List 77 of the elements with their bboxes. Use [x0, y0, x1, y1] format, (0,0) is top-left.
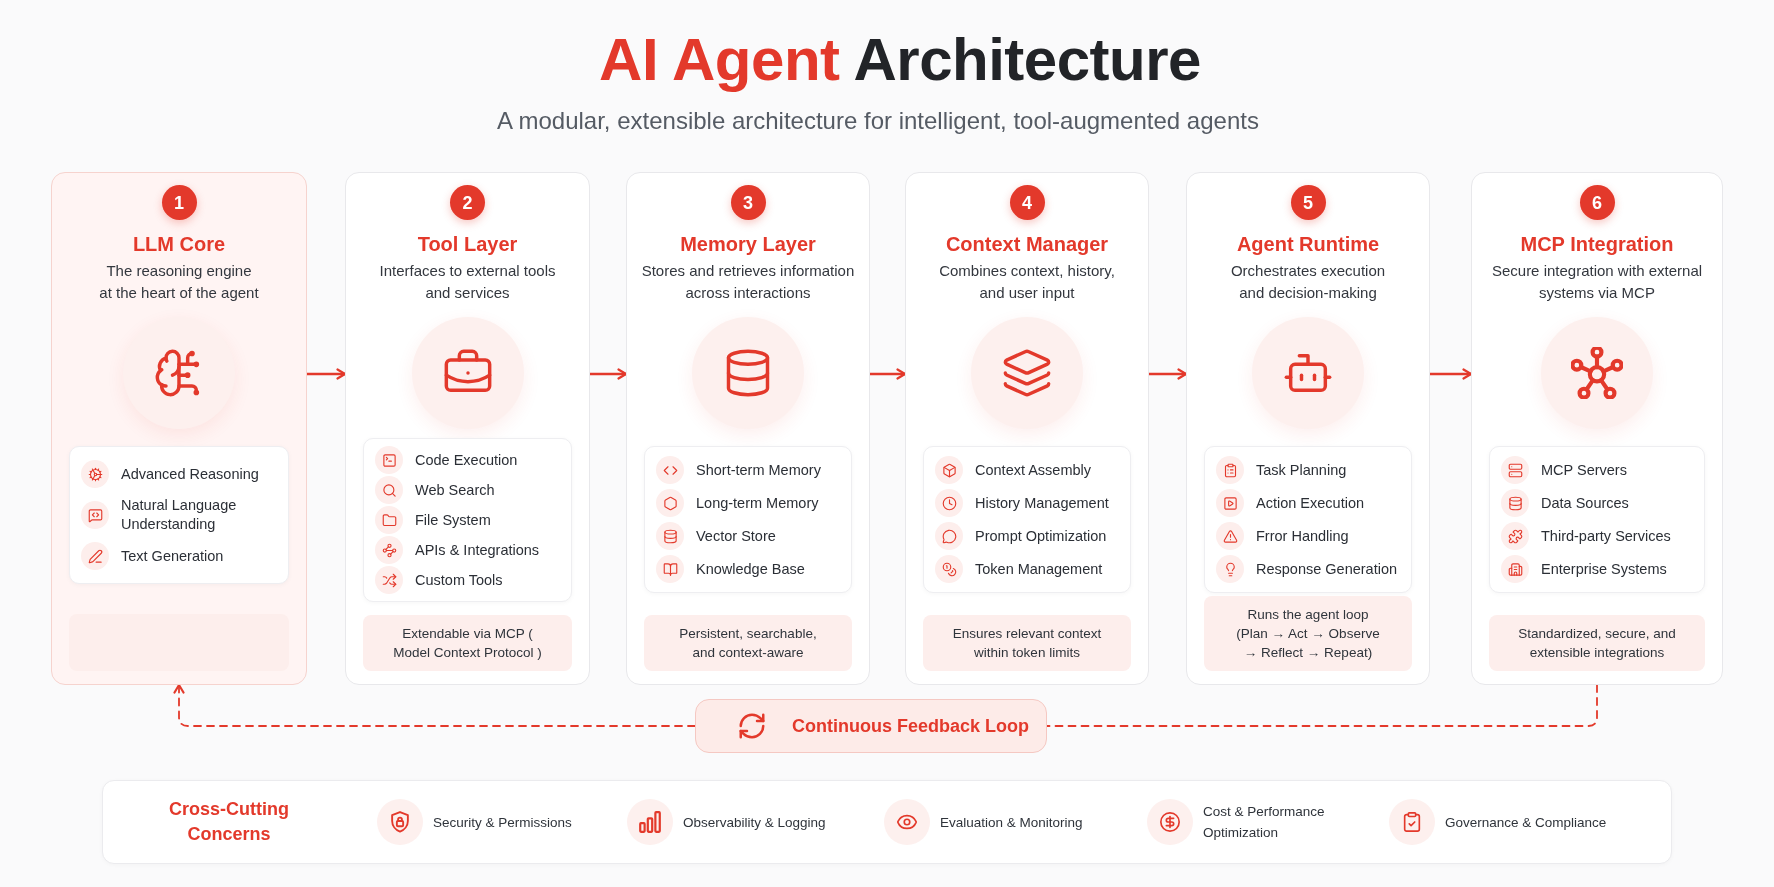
card-description: Orchestrates execution and decision-making — [1229, 261, 1387, 303]
concern-label: Governance & Compliance — [1445, 813, 1607, 832]
feature-label: Action Execution — [1256, 493, 1364, 513]
card-description: Interfaces to external tools and services — [378, 261, 557, 303]
layer-card — [51, 172, 307, 685]
card-description: Secure integration with external systems via MCP — [1490, 261, 1704, 303]
feature-label: Web Search — [415, 480, 495, 500]
feature-list — [69, 446, 289, 584]
panel-heading: Cross-Cutting Concerns — [168, 798, 290, 846]
feature-label: Context Assembly — [975, 460, 1092, 480]
feature-list — [923, 446, 1131, 593]
feature-label: Response Generation — [1256, 559, 1398, 579]
pill-label: Continuous Feedback Loop — [792, 715, 1029, 738]
number-badge: 4 — [1009, 185, 1045, 220]
feature-label: Natural Language Understanding — [121, 496, 238, 534]
feature-label: Short-term Memory — [696, 460, 821, 480]
concern-label: Observability & Logging — [683, 813, 826, 832]
feature-label: Token Management — [975, 559, 1103, 579]
card-title: LLM Core — [132, 232, 226, 256]
feature-label: APIs & Integrations — [415, 540, 540, 560]
concerns-panel — [102, 780, 1672, 864]
feature-label: Frror Handling — [1256, 526, 1349, 546]
feature-label: Vector Store — [696, 526, 776, 546]
summary-note: Ensures relevant context within token limits — [923, 615, 1131, 671]
layer-card — [1186, 172, 1430, 685]
card-title: Agent Runtime — [1236, 232, 1380, 256]
card-title: Tool Layer — [417, 232, 518, 256]
dashed-arrow — [173, 683, 696, 727]
page-title: AI Agent Architecture — [599, 26, 1201, 94]
card-description: The reasoning engine at the heart of the agent — [98, 261, 260, 303]
feature-list — [644, 446, 852, 593]
summary-note: Runs the agent loop (Plan → Act → Observe → Reflect → Repeat) — [1204, 596, 1412, 671]
summary-note: Extendable via MCP ( Model Context Protocol ) — [363, 615, 572, 671]
concern-label: Evaluation & Monitoring — [940, 813, 1083, 832]
feature-label: File System — [415, 510, 491, 530]
feature-label: History Management — [975, 493, 1109, 513]
number-badge: 6 — [1579, 185, 1615, 220]
summary-note: Persistent, searchable, and context-aware — [644, 615, 852, 671]
feature-label: Text Generation — [121, 546, 224, 566]
feature-label: Knowledge Base — [696, 559, 805, 579]
number-badge: 1 — [161, 185, 197, 220]
feedback-loop-pill — [695, 699, 1047, 753]
card-description: Combines context, history, and user input — [938, 261, 1116, 303]
feature-label: Third-party Services — [1541, 526, 1671, 546]
feature-list — [363, 438, 572, 602]
layer-card — [345, 172, 590, 685]
card-title: Context Manager — [945, 232, 1109, 256]
arrow — [588, 368, 628, 380]
feature-label: Enterprise Systems — [1541, 559, 1667, 579]
arrow — [1147, 368, 1188, 380]
layer-card — [1471, 172, 1723, 685]
number-badge: 5 — [1290, 185, 1326, 220]
arrow — [868, 368, 907, 380]
feature-label: Long-term Memory — [696, 493, 819, 513]
feature-label: Prompt Optimization — [975, 526, 1107, 546]
card-description: Stores and retrieves information across interactions — [640, 261, 856, 303]
page-subtitle: A modular, extensible architecture for intelligent, tool-augmented agents — [497, 106, 1259, 136]
card-title: Memory Layer — [680, 232, 816, 256]
feature-label: Custom Tools — [415, 570, 503, 590]
feature-list — [1204, 446, 1412, 593]
layer-card — [905, 172, 1149, 685]
feature-label: Code Execution — [415, 450, 518, 470]
feature-label: Advanced Reasoning — [121, 464, 259, 484]
dashed-line — [1046, 684, 1598, 727]
card-title: MCP Integration — [1520, 232, 1674, 256]
feature-label: Task Planning — [1256, 460, 1347, 480]
arrow — [1428, 368, 1473, 380]
feature-label: Data Sources — [1541, 493, 1629, 513]
concern-label: Security & Permissions — [433, 813, 572, 832]
summary-note: Standardized, secure, and extensible integrations — [1489, 615, 1705, 671]
arrow — [305, 368, 347, 380]
concern-label: Cost & Performance Optimization — [1203, 803, 1326, 842]
feature-label: MCP Servers — [1541, 460, 1627, 480]
number-badge: 3 — [730, 185, 766, 220]
layer-card — [626, 172, 870, 685]
feature-list — [1489, 446, 1705, 593]
number-badge: 2 — [450, 185, 485, 220]
